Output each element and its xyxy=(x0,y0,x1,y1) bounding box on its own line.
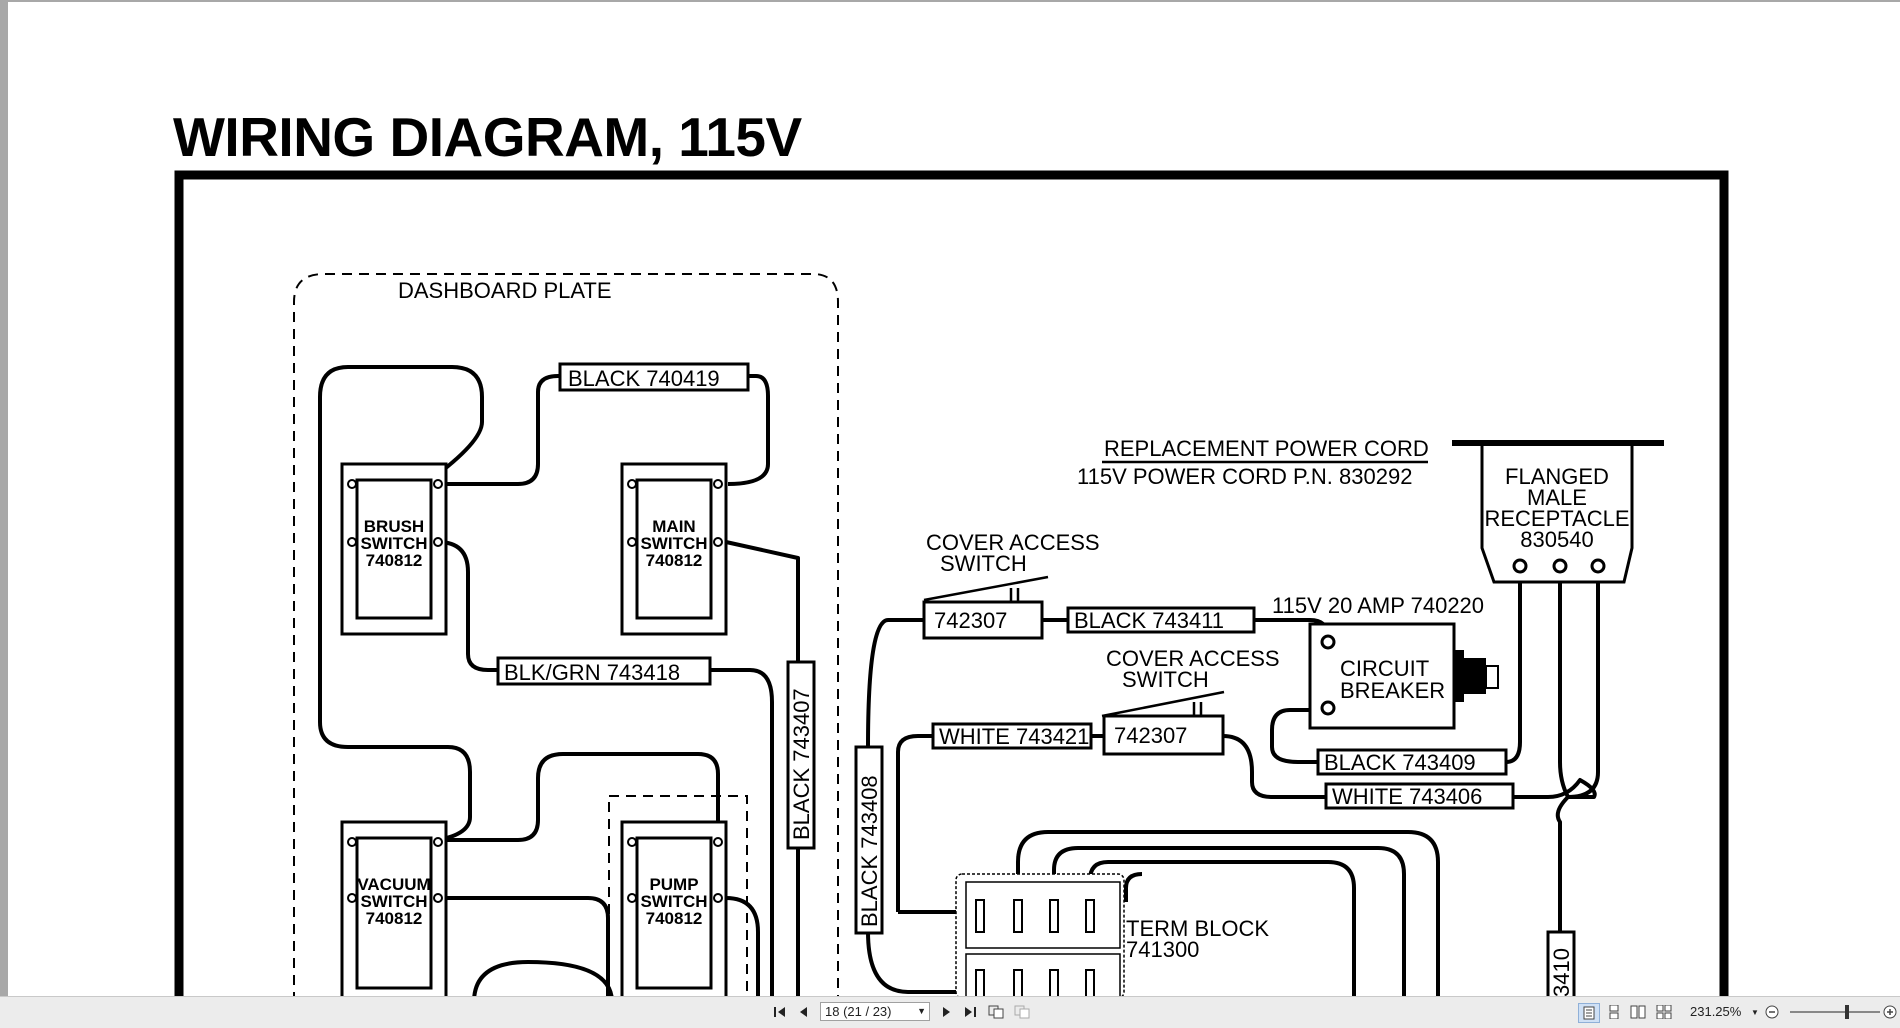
first-page-icon[interactable] xyxy=(770,1003,790,1021)
vacuum-switch-label-1: VACUUM xyxy=(357,875,430,894)
zoom-slider-thumb[interactable] xyxy=(1845,1005,1849,1019)
pump-switch-label-1: PUMP xyxy=(649,875,698,894)
cover-access-2-label-2: SWITCH xyxy=(1122,667,1209,692)
term-block-label-2: 741300 xyxy=(1126,937,1199,962)
cover-access-1-label-2: SWITCH xyxy=(940,551,1027,576)
receptacle-flange xyxy=(1452,440,1664,446)
cover-access-1-label-1: COVER ACCESS xyxy=(926,530,1100,555)
wire-label-blk-grn-743418: BLK/GRN 743418 xyxy=(504,660,680,685)
power-cord-detail: 115V POWER CORD P.N. 830292 xyxy=(1077,464,1412,489)
dashboard-plate-outline xyxy=(293,273,839,996)
continuous-icon[interactable] xyxy=(1604,1003,1624,1021)
main-switch xyxy=(620,462,728,636)
breaker-label-1: CIRCUIT xyxy=(1340,656,1429,681)
pump-switch-dashed-box xyxy=(608,795,748,996)
power-cord-heading: REPLACEMENT POWER CORD xyxy=(1104,436,1429,461)
diagram-frame xyxy=(174,170,1729,996)
page-number-value: 18 (21 / 23) xyxy=(825,1004,892,1019)
cover-access-2-label-1: COVER ACCESS xyxy=(1106,646,1280,671)
zoom-in-icon[interactable] xyxy=(1880,1003,1900,1021)
continuous-facing-icon[interactable] xyxy=(1654,1003,1674,1021)
document-page: WIRING DIAGRAM, 115V DASHBOARD PLATE xyxy=(8,2,1900,996)
dashboard-plate-label: DASHBOARD PLATE xyxy=(398,278,612,303)
wire-label-black-743407: BLACK 743407 xyxy=(789,688,814,840)
pump-switch xyxy=(620,820,728,996)
wire-label-black-743411: BLACK 743411 xyxy=(1074,608,1224,633)
next-page-icon[interactable] xyxy=(936,1003,956,1021)
status-bar: 18 (21 / 23) ▼ 231.25% ▼ xyxy=(0,996,1900,1028)
pump-switch-label-2: SWITCH xyxy=(640,892,707,911)
wiring-diagram: DASHBOARD PLATE xyxy=(174,170,1729,996)
vacuum-switch-label-3: 740812 xyxy=(366,909,423,928)
facing-icon[interactable] xyxy=(1628,1003,1648,1021)
receptacle-label-3: RECEPTACLE xyxy=(1484,506,1629,531)
prev-page-icon[interactable] xyxy=(794,1003,814,1021)
term-block-outline xyxy=(955,873,1125,996)
wire-label-black-743408: BLACK 743408 xyxy=(857,775,882,927)
brush-switch-label-1: BRUSH xyxy=(364,517,424,536)
wire-label-black-740419: BLACK 740419 xyxy=(568,366,720,391)
last-page-icon[interactable] xyxy=(960,1003,980,1021)
zoom-level[interactable]: 231.25% xyxy=(1690,1004,1742,1019)
main-switch-label-3: 740812 xyxy=(646,551,703,570)
next-view-icon[interactable] xyxy=(1012,1003,1032,1021)
wire-label-partial-3410: 3410 xyxy=(1549,948,1574,996)
receptacle-label-2: MALE xyxy=(1527,485,1587,510)
brush-switch xyxy=(340,462,448,636)
brush-switch-label-2: SWITCH xyxy=(360,534,427,553)
breaker-button xyxy=(1454,650,1464,702)
zoom-out-icon[interactable] xyxy=(1762,1003,1782,1021)
prev-view-icon[interactable] xyxy=(986,1003,1006,1021)
receptacle-label-1: FLANGED xyxy=(1505,464,1609,489)
receptacle-label-4: 830540 xyxy=(1520,527,1593,552)
wire-label-black-743409: BLACK 743409 xyxy=(1324,750,1476,775)
brush-switch-label-3: 740812 xyxy=(366,551,423,570)
pump-switch-label-3: 740812 xyxy=(646,909,703,928)
cover-access-1-part: 742307 xyxy=(934,608,1007,633)
term-block-label-1: TERM BLOCK xyxy=(1126,916,1269,941)
main-switch-label-2: SWITCH xyxy=(640,534,707,553)
wire-label-white-743421: WHITE 743421 xyxy=(939,724,1089,749)
page-title: WIRING DIAGRAM, 115V xyxy=(173,106,802,168)
page-number-select[interactable]: 18 (21 / 23) ▼ xyxy=(820,1002,930,1021)
breaker-label-2: BREAKER xyxy=(1340,678,1445,703)
wire-label-white-743406: WHITE 743406 xyxy=(1332,784,1482,809)
vacuum-switch xyxy=(340,820,448,996)
breaker-rating: 115V 20 AMP 740220 xyxy=(1272,593,1484,618)
zoom-slider-track[interactable] xyxy=(1790,1011,1880,1013)
dropdown-arrow-icon: ▼ xyxy=(917,1006,926,1016)
zoom-menu-arrow-icon[interactable]: ▼ xyxy=(1751,1007,1759,1017)
document-viewport[interactable]: WIRING DIAGRAM, 115V DASHBOARD PLATE xyxy=(0,0,1900,996)
main-switch-label-1: MAIN xyxy=(652,517,695,536)
cover-access-2-part: 742307 xyxy=(1114,723,1187,748)
single-page-icon[interactable] xyxy=(1578,1003,1600,1023)
vacuum-switch-label-2: SWITCH xyxy=(360,892,427,911)
